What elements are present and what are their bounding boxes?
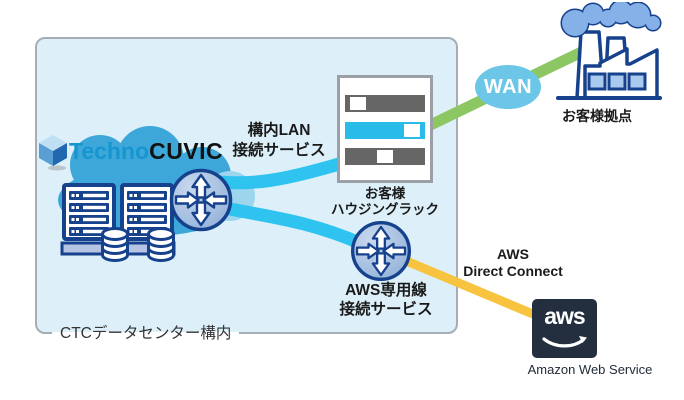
- chimney-left: [575, 30, 606, 100]
- lan-service-label: 構内LAN 接続サービス: [219, 121, 339, 161]
- ctc-zone-label: CTCデータセンター構内: [52, 324, 240, 344]
- aws-logo-box: aws: [532, 299, 597, 358]
- rack-unit-gray-1: [345, 95, 425, 112]
- aws-line-service-line2: 接続サービス: [339, 301, 433, 318]
- lan-service-line2: 接続サービス: [232, 142, 326, 159]
- logo-part-cuvic: CUVIC: [149, 138, 224, 164]
- housing-rack-line2: ハウジングラック: [331, 202, 439, 217]
- rack-unit-light: [377, 150, 393, 163]
- rack-unit-cyan: [345, 122, 425, 139]
- wan-badge: WAN: [475, 65, 541, 109]
- aws-logo-text: aws: [544, 303, 585, 329]
- direct-connect-line2: Direct Connect: [463, 263, 563, 279]
- logo-text: TechnoCUVIC: [69, 138, 223, 165]
- wan-label: WAN: [483, 75, 533, 98]
- aws-line-service-line1: AWS専用線: [345, 282, 427, 299]
- housing-rack-label: お客様 ハウジングラック: [325, 186, 445, 218]
- lan-service-line1: 構内LAN: [247, 122, 311, 139]
- factory-window: [607, 72, 627, 91]
- cube-icon: [39, 135, 67, 171]
- factory-building: [583, 47, 659, 100]
- logo-part-techno: Techno: [69, 138, 150, 164]
- factory-icon: [556, 2, 662, 100]
- factory-window: [627, 72, 647, 91]
- direct-connect-label: AWS Direct Connect: [453, 246, 573, 280]
- smoke-icon: [560, 2, 662, 38]
- aws-smile-icon: [542, 336, 587, 348]
- chimney-right: [604, 36, 629, 76]
- techno-cuvic-logo: TechnoCUVIC: [37, 133, 247, 173]
- direct-connect-line1: AWS: [497, 246, 529, 262]
- aws-line-service-label: AWS専用線 接続サービス: [326, 281, 446, 319]
- factory-window: [587, 72, 607, 91]
- rack-unit-light: [404, 124, 420, 137]
- rack-unit-gray-2: [345, 148, 425, 165]
- housing-rack-line1: お客様: [364, 186, 406, 201]
- housing-rack-icon: [337, 75, 433, 183]
- rack-unit-light: [350, 97, 366, 110]
- aws-caption: Amazon Web Service: [527, 362, 653, 377]
- customer-site-label: お客様拠点: [562, 108, 632, 124]
